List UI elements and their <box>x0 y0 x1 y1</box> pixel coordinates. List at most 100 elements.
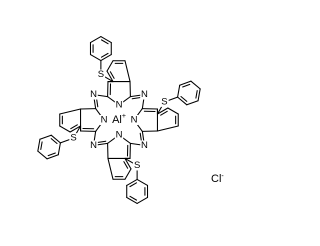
bond-benzo-2-1 <box>124 157 132 170</box>
bond-phenyl-3-3 <box>37 138 41 152</box>
nitrogen-meso-1-background <box>140 140 149 151</box>
bond-n-cb-0 <box>122 96 131 103</box>
nitrogen-meso-0: N <box>141 89 148 100</box>
bond-phenyl-1-3 <box>197 88 201 102</box>
bond-n-ca-2 <box>122 137 131 144</box>
bond-phenyl-3-5 <box>50 134 61 144</box>
bond-benzo-1-4 <box>156 125 179 132</box>
bond-meso-b-1 <box>129 142 141 146</box>
nitrogen-core-1: N <box>131 115 138 126</box>
counter-ion-charge: - <box>221 173 224 180</box>
bond-n-ca-0 <box>107 96 116 103</box>
bond-c-s-1 <box>156 105 163 115</box>
bond-lines <box>37 36 201 204</box>
double-phenyl-b-1 <box>195 90 198 99</box>
nitrogen-core-3: N <box>101 115 108 126</box>
bond-c-s-0 <box>104 76 114 83</box>
bond-benzo-3-2 <box>59 125 71 133</box>
bond-benzo-2-4 <box>107 157 114 180</box>
svg-text:Cl-: Cl- <box>211 173 224 185</box>
double-phenyl-b-3 <box>40 141 43 150</box>
bond-s-ph-1 <box>168 96 179 101</box>
counter-ion-symbol: Cl <box>211 173 221 185</box>
bond-n-cb-2 <box>107 137 116 144</box>
sulfur-3-background <box>69 133 78 144</box>
bond-c-s-2 <box>124 157 134 164</box>
bond-phenyl-3-2 <box>37 150 48 160</box>
bond-meso-b-3 <box>97 94 109 98</box>
double-phenyl-b-2 <box>129 195 138 201</box>
sulfur-3: S <box>70 133 76 144</box>
bond-phenyl-3-1 <box>46 154 59 160</box>
double-phenyl-a-1 <box>182 83 191 88</box>
bond-phenyl-2-3 <box>126 196 138 204</box>
bond-benzo-2-2 <box>124 168 132 180</box>
bond-s-ph-3 <box>59 139 70 144</box>
bond-benzo-0-2 <box>106 60 114 72</box>
svg-text:Al+: Al+ <box>112 113 126 127</box>
central-metal-symbol: Al <box>112 114 122 126</box>
double-benzo-a-2 <box>123 161 129 169</box>
double-meso-0 <box>131 97 141 100</box>
bond-phenyl-1-1 <box>179 80 192 86</box>
double-phenyl-c-1 <box>180 95 188 102</box>
nitrogen-core-0: N <box>116 100 123 111</box>
nitrogen-core-2-background <box>114 130 124 140</box>
bond-phenyl-2-2 <box>136 196 149 204</box>
bond-phenyl-2-5 <box>126 178 138 186</box>
bond-meso-b-2 <box>93 130 97 142</box>
bond-phenyl-1-0 <box>177 84 181 98</box>
bond-phenyl-0-2 <box>89 36 102 44</box>
bond-phenyl-0-3 <box>100 36 112 44</box>
double-phenyl-c-3 <box>50 138 58 145</box>
sulfur-0-background <box>96 69 106 80</box>
bond-benzo-1-2 <box>167 107 179 115</box>
double-benzo-a-0 <box>109 71 115 79</box>
double-meso-2 <box>97 140 107 143</box>
sulfur-2: S <box>134 160 140 171</box>
sulfur-1-background <box>160 96 169 107</box>
nitrogen-meso-2: N <box>90 140 97 151</box>
bond-phenyl-1-5 <box>177 96 188 106</box>
bond-meso-a-1 <box>141 130 145 142</box>
sulfur-2-background <box>132 160 142 171</box>
double-meso-3 <box>96 98 99 108</box>
double-phenyl-a-3 <box>47 152 56 157</box>
nitrogen-core-1-background <box>129 115 139 125</box>
double-benzo-a-1 <box>160 110 168 116</box>
bond-meso-b-0 <box>141 98 145 110</box>
double-phenyl-c-2 <box>129 182 138 188</box>
bond-phenyl-0-0 <box>89 54 102 62</box>
double-phenyl-b-0 <box>100 39 109 45</box>
nitrogen-meso-0-background <box>140 89 149 100</box>
bond-meso-a-2 <box>97 142 109 146</box>
bond-phenyl-3-0 <box>57 142 61 156</box>
bond-benzo-3-4 <box>59 108 82 115</box>
bond-phenyl-3-4 <box>39 134 52 140</box>
bond-benzo-3-1 <box>69 125 82 133</box>
double-phenyl-c-0 <box>100 52 109 58</box>
counter-ion-label: Cl- <box>211 173 224 185</box>
nitrogen-meso-1: N <box>141 140 148 151</box>
nitrogen-core-2: N <box>116 130 123 141</box>
double-benzo-a-3 <box>70 124 78 130</box>
bond-c-s-3 <box>75 125 82 135</box>
nitrogen-meso-3: N <box>90 89 97 100</box>
nitrogen-core-3-background <box>99 115 109 125</box>
double-meso-1 <box>139 132 142 142</box>
nitrogen-meso-3-background <box>89 89 98 100</box>
bond-meso-a-0 <box>129 94 141 98</box>
sulfur-1: S <box>161 96 167 107</box>
bond-phenyl-0-5 <box>100 54 112 62</box>
bond-phenyl-1-4 <box>186 100 199 106</box>
nitrogen-core-0-background <box>114 100 124 110</box>
bond-phenyl-2-0 <box>136 178 149 186</box>
nitrogen-meso-2-background <box>89 140 98 151</box>
bond-benzo-0-1 <box>106 70 114 83</box>
bond-benzo-1-1 <box>156 107 169 115</box>
bond-phenyl-1-2 <box>190 80 201 90</box>
central-metal-charge: + <box>122 113 126 120</box>
sulfur-0: S <box>98 69 104 80</box>
